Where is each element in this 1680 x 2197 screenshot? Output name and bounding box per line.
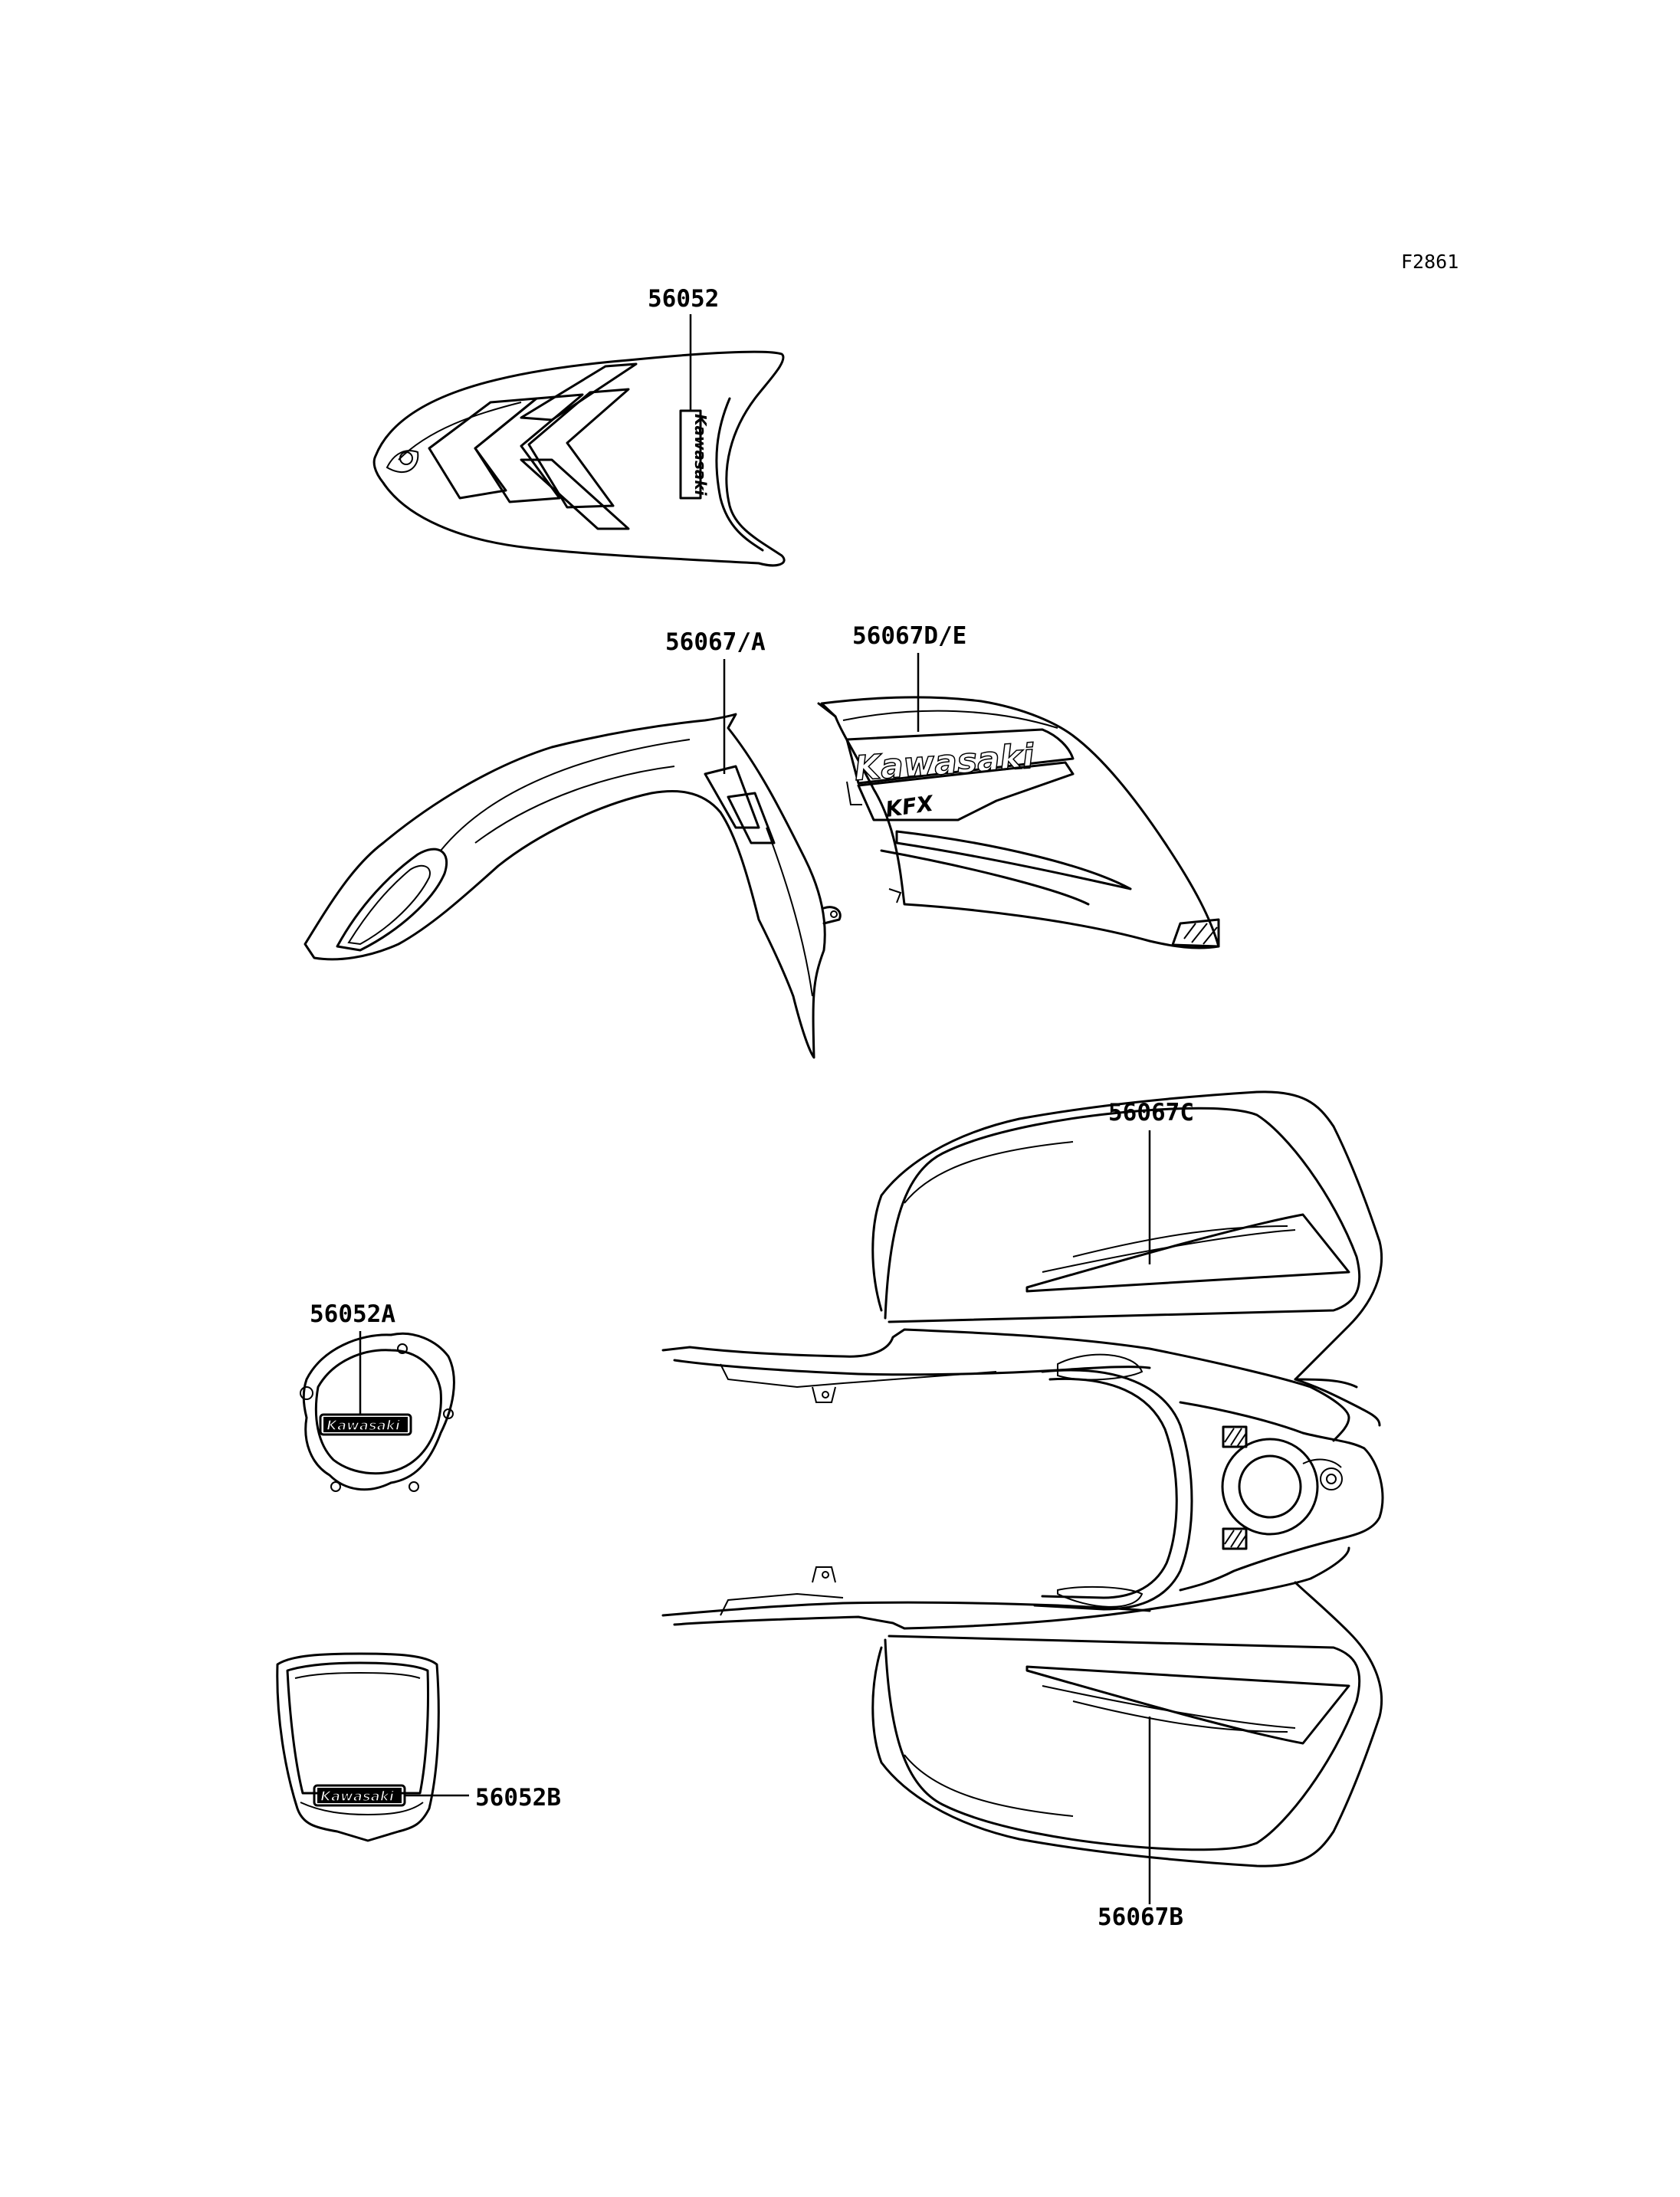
callout-56052: 56052 (648, 285, 719, 313)
headlight-shield: Kawasaki (276, 1652, 440, 1842)
callout-56067c: 56067C (1108, 1099, 1194, 1126)
kawasaki-decal-shield: Kawasaki (320, 1789, 395, 1805)
front-nose-cover: Kawasaki (372, 350, 786, 567)
round-cover: Kawasaki (300, 1332, 455, 1492)
kawasaki-decal-vertical: Kawasaki (691, 414, 710, 497)
callout-56067b: 56067B (1098, 1904, 1183, 1931)
side-panel: Kawasaki KFX (817, 696, 1220, 949)
kawasaki-decal-side: Kawasaki (853, 737, 1035, 789)
rear-fender (661, 1090, 1384, 1867)
front-fender (304, 713, 842, 1059)
callout-56052b: 56052B (475, 1784, 561, 1812)
callout-56052a: 56052A (310, 1300, 395, 1328)
callout-56067-de: 56067D/E (852, 622, 966, 650)
figure-reference: F2861 (1401, 251, 1459, 273)
callout-56067-a: 56067/A (665, 628, 766, 656)
kfx-decal: KFX (884, 791, 936, 823)
kawasaki-decal-round: Kawasaki (326, 1418, 401, 1434)
